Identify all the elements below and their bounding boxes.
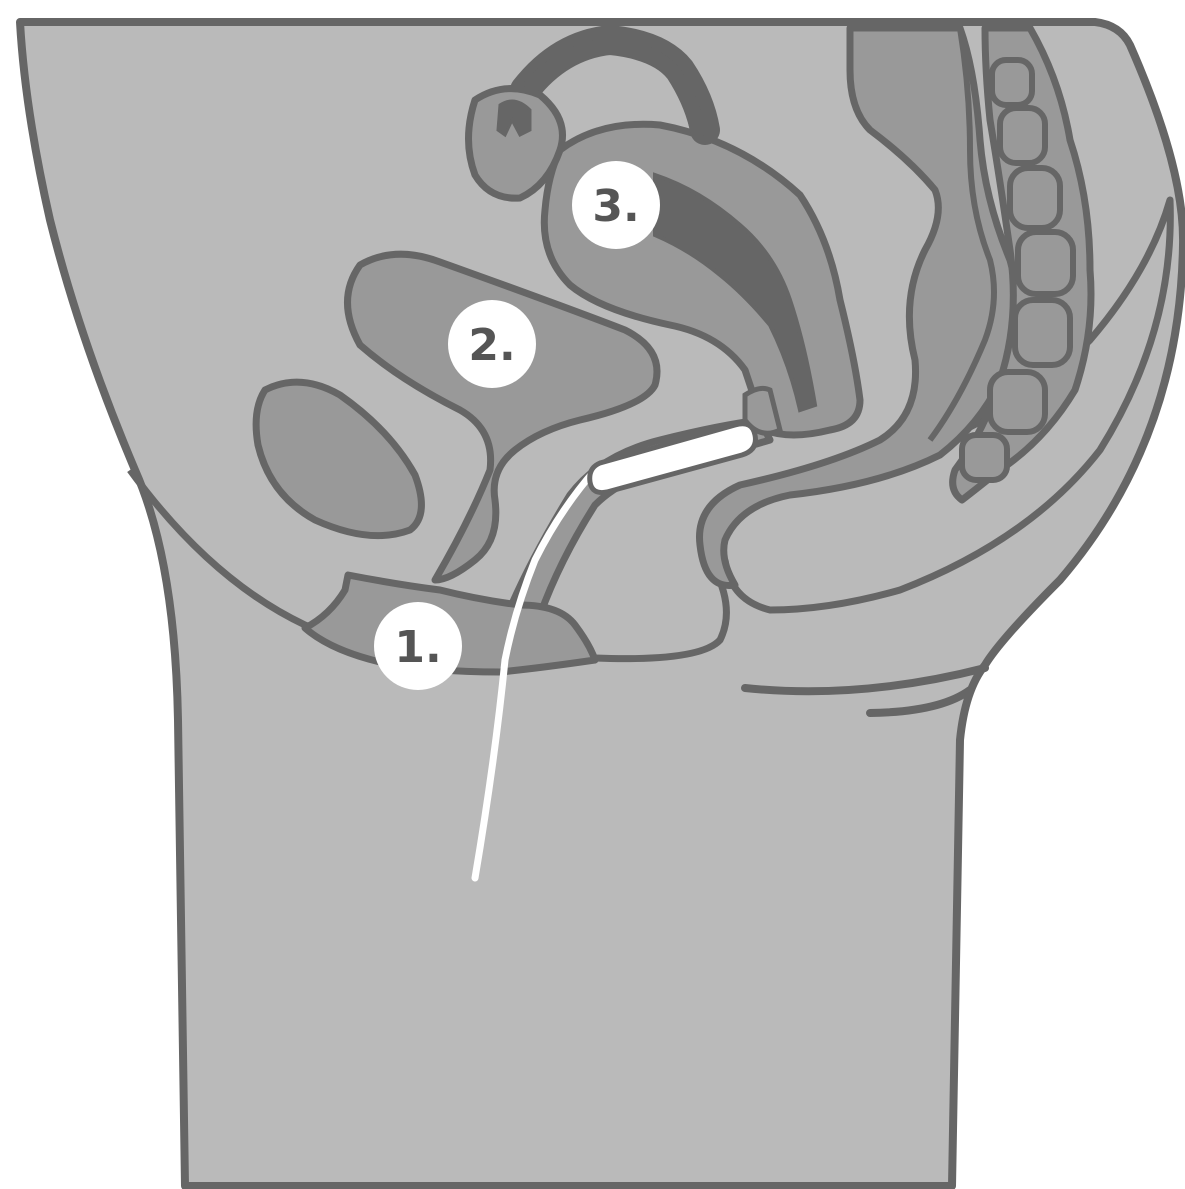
marker-3-label: 3. xyxy=(592,181,639,232)
marker-1-label: 1. xyxy=(394,622,441,673)
marker-1: 1. xyxy=(374,602,462,690)
marker-3: 3. xyxy=(572,161,660,249)
marker-2: 2. xyxy=(448,300,536,388)
marker-2-label: 2. xyxy=(468,320,515,371)
